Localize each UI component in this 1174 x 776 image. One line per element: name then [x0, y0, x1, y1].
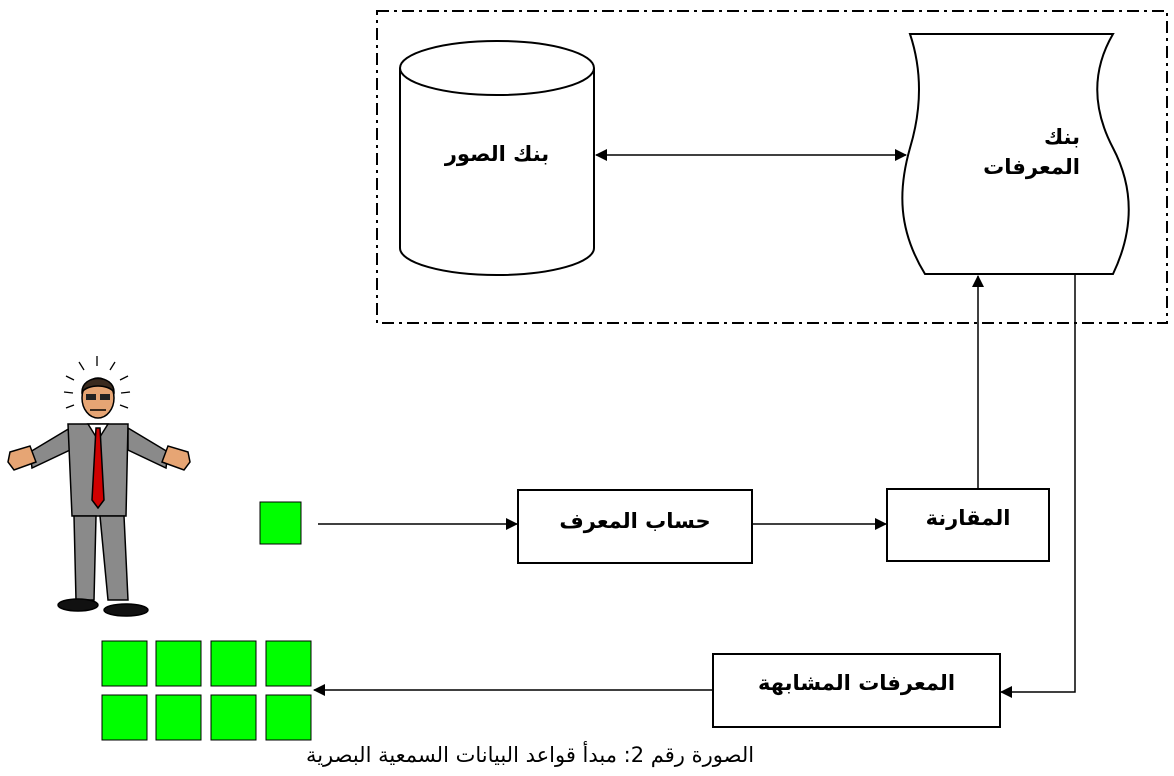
arrow-identifier-bank-to-similar [1000, 275, 1076, 698]
result-square [265, 640, 312, 687]
comparison-label: المقارنة [925, 506, 1011, 530]
result-square [155, 640, 202, 687]
result-square [265, 694, 312, 741]
compute-identifier-box [517, 489, 753, 564]
result-square [210, 640, 257, 687]
storage-boundary [376, 10, 1168, 324]
compute-identifier-label: حساب المعرف [559, 509, 711, 533]
similar-identifiers-label: المعرفات المشابهة [757, 671, 956, 695]
identifier-bank-label-line1: بنك [1043, 125, 1080, 149]
image-bank-label: بنك الصور [444, 142, 550, 166]
result-images-icon [101, 640, 312, 741]
result-square [101, 694, 148, 741]
identifier-bank-shape [901, 33, 1130, 275]
result-square [101, 640, 148, 687]
identifier-bank-label-line2: المعرفات [983, 155, 1080, 179]
result-square [155, 694, 202, 741]
result-square [210, 694, 257, 741]
query-image-icon [259, 501, 302, 545]
comparison-box [886, 488, 1050, 562]
identifier-bank-label: بنك المعرفات [940, 122, 1090, 182]
image-bank-cylinder [399, 40, 595, 276]
confused-man-icon [7, 356, 191, 617]
figure-caption: الصورة رقم 2: مبدأ قواعد البيانات السمعي… [305, 743, 755, 767]
similar-identifiers-box [712, 653, 1001, 728]
